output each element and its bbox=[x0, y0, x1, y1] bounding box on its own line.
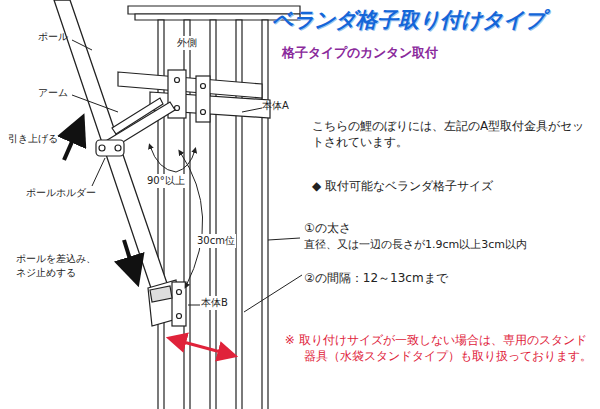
part-label: 外側 bbox=[176, 36, 198, 50]
instruction: ポールを差込み、ネジ止めする bbox=[16, 252, 98, 279]
title: ベランダ格子取り付けタイプ bbox=[272, 6, 545, 34]
part-label: ポール bbox=[38, 30, 68, 44]
spec-item: ①の太さ bbox=[304, 220, 351, 236]
pole bbox=[54, 0, 170, 297]
instruction: 引き上げる bbox=[8, 132, 58, 146]
subtitle: 格子タイプのカンタン取付 bbox=[282, 44, 438, 62]
part-label: 本体B bbox=[200, 296, 229, 310]
part-label: アーム bbox=[38, 86, 68, 100]
lattice bbox=[128, 6, 300, 409]
pull-up-arrow bbox=[64, 128, 78, 160]
spec-item: 直径、又は一辺の長さが1.9cm以上3cm以内 bbox=[304, 238, 527, 253]
dimension: 30cm位 bbox=[196, 234, 236, 248]
description: こちらの鯉のぼりには、左記のA型取付金具がセットされています。 bbox=[312, 118, 594, 150]
body-b bbox=[148, 280, 186, 326]
spacing-arrow bbox=[176, 340, 228, 354]
pole-holder bbox=[96, 140, 124, 156]
dimension-arcs bbox=[150, 146, 203, 286]
note: ※ 取り付けサイズが一致しない場合は、専用のスタンド器具（水袋スタンドタイプ）も… bbox=[285, 332, 596, 364]
part-label: 本体A bbox=[262, 99, 289, 113]
spec-item: ②の間隔：12～13cmまで bbox=[304, 270, 448, 286]
insert-arrow bbox=[124, 240, 134, 272]
spec-heading: ◆ 取付可能なベランダ格子サイズ bbox=[312, 178, 493, 194]
part-label: ポールホルダー bbox=[26, 186, 96, 200]
leader-lines bbox=[72, 40, 302, 312]
dimension: 90°以上 bbox=[146, 174, 186, 188]
